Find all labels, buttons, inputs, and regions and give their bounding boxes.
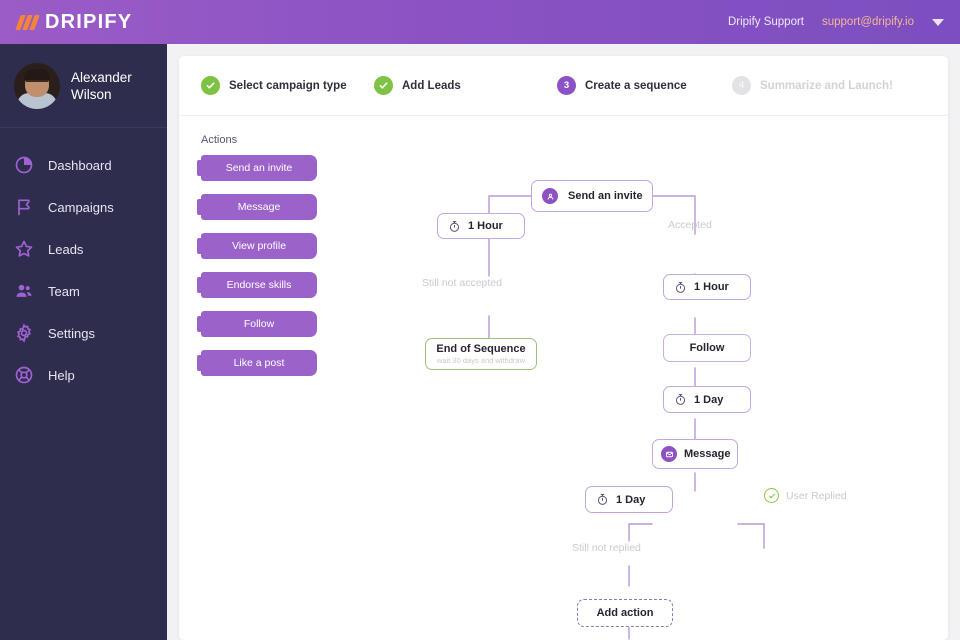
actions-title: Actions [201,134,238,146]
flow-node-label: End of Sequence [436,343,526,355]
step-number-badge: 3 [557,76,576,95]
sidebar-item-label: Team [48,283,80,299]
step-summarize-and-launch[interactable]: 4 Summarize and Launch! [732,76,893,95]
star-icon [14,239,34,259]
step-label: Select campaign type [229,79,347,92]
flow-node-label: 1 Day [694,393,724,406]
action-follow[interactable]: Follow [197,311,317,337]
step-number-badge: 4 [732,76,751,95]
top-bar: DRIPIFY Dripify Support support@dripify.… [0,0,960,44]
step-create-a-sequence[interactable]: 3 Create a sequence [557,76,732,95]
sidebar-item-label: Campaigns [48,199,114,215]
flow-node-label: Follow [689,342,725,354]
check-icon [374,76,393,95]
flow-node-wait-1-day-bottom[interactable]: 1 Day [585,486,673,513]
flow-label-accepted: Accepted [668,219,712,231]
sidebar-item-label: Dashboard [48,157,112,173]
step-select-campaign-type[interactable]: Select campaign type [201,76,374,95]
flow-node-label: Message [684,448,731,460]
flow-node-follow[interactable]: Follow [663,334,751,362]
sidebar-item-team[interactable]: Team [0,270,167,312]
flow-label-still-not-accepted: Still not accepted [422,277,502,289]
action-endorse-skills[interactable]: Endorse skills [197,272,317,298]
flow-node-label: 1 Hour [468,220,503,232]
brand-logo[interactable]: DRIPIFY [0,11,167,34]
pie-chart-icon [14,155,34,175]
support-email[interactable]: support@dripify.io [822,16,914,28]
actions-panel: Actions Send an invite Message View prof… [197,134,319,389]
sidebar-item-label: Help [48,367,75,383]
sidebar-item-help[interactable]: Help [0,354,167,396]
flow-node-wait-1-hour-left[interactable]: 1 Hour [437,213,525,239]
action-message[interactable]: Message [197,194,317,220]
invite-icon [542,188,558,204]
sequence-flow-canvas: Send an invite 1 Hour Still not accepted… [179,116,948,640]
step-label: Summarize and Launch! [760,79,893,92]
sidebar: Alexander Wilson Dashboard Campaigns [0,44,167,640]
support-name: Dripify Support [727,16,804,28]
sidebar-item-label: Leads [48,241,84,257]
flow-label-still-not-replied: Still not replied [572,542,641,554]
flow-label-text: User Replied [786,489,847,502]
flow-node-send-an-invite[interactable]: Send an invite [531,180,653,212]
brand-name: DRIPIFY [45,10,133,33]
lifebuoy-icon [14,365,34,385]
chevron-down-icon[interactable] [932,18,944,26]
slashes-logo-icon [15,14,40,30]
sidebar-item-label: Settings [48,325,95,341]
sidebar-item-campaigns[interactable]: Campaigns [0,186,167,228]
timer-icon [674,281,687,294]
flow-node-label: Add action [596,607,654,619]
flow-node-label: Send an invite [568,190,643,202]
sidebar-item-dashboard[interactable]: Dashboard [0,144,167,186]
check-circle-icon [764,488,779,503]
avatar [14,62,60,109]
team-icon [14,281,34,301]
action-send-an-invite[interactable]: Send an invite [197,155,317,181]
flow-label-user-replied: User Replied [764,488,847,503]
flow-node-label: 1 Day [616,493,646,506]
sidebar-profile[interactable]: Alexander Wilson [0,44,167,128]
gear-icon [14,323,34,343]
sidebar-item-leads[interactable]: Leads [0,228,167,270]
content-area: Select campaign type Add Leads 3 Create … [167,44,960,640]
stepper: Select campaign type Add Leads 3 Create … [179,56,948,116]
sidebar-user-name: Alexander Wilson [71,69,132,102]
flow-node-label: 1 Hour [694,281,729,293]
step-add-leads[interactable]: Add Leads [374,76,557,95]
step-label: Add Leads [402,79,461,92]
step-label: Create a sequence [585,79,687,92]
flow-node-wait-1-day-right[interactable]: 1 Day [663,386,751,413]
action-view-profile[interactable]: View profile [197,233,317,259]
timer-icon [596,493,609,506]
flow-node-wait-1-hour-right[interactable]: 1 Hour [663,274,751,300]
flow-node-end-of-sequence[interactable]: End of Sequence wait 30 days and withdra… [425,338,537,370]
flow-node-sublabel: wait 30 days and withdraw [437,356,525,365]
top-bar-right: Dripify Support support@dripify.io [728,16,960,28]
check-icon [201,76,220,95]
timer-icon [448,220,461,233]
timer-icon [674,393,687,406]
message-icon [661,446,677,462]
action-like-a-post[interactable]: Like a post [197,350,317,376]
sequence-card: Select campaign type Add Leads 3 Create … [179,56,948,640]
flag-icon [14,197,34,217]
sidebar-nav: Dashboard Campaigns Leads [0,128,167,396]
sidebar-item-settings[interactable]: Settings [0,312,167,354]
flow-node-add-action[interactable]: Add action [577,599,673,627]
flow-node-message[interactable]: Message [652,439,738,469]
